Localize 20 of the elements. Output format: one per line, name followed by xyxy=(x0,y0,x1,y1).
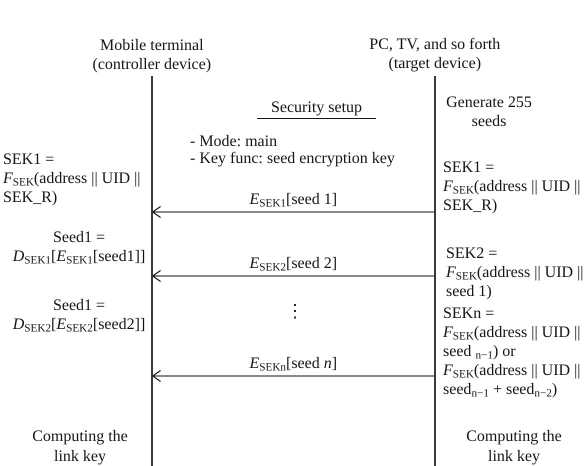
formula-text: Seed1 = D$_{SEK1}$[E$_{SEK1}$[seed1]] xyxy=(12,228,146,266)
vertical-ellipsis: ⋮ xyxy=(286,300,300,322)
message-arrow xyxy=(152,270,434,282)
message-arrow xyxy=(152,206,434,218)
formula-text: Seed1 = D$_{SEK2}$[E$_{SEK2}$[seed2]] xyxy=(12,296,146,334)
formula-text: SEKn = F$_{SEK}$(address || UID || seed $_{n−1}$) or F$_{SEK}$(address || UID || seed$_{n−1}$ + seed$_{n−2}$) xyxy=(443,304,582,399)
lifeline xyxy=(434,76,436,466)
step-text: Computing the link key xyxy=(465,427,563,466)
formula-text: SEK1 = F$_{SEK}$(address || UID || SEK_R) xyxy=(3,150,142,207)
formula-text: SEK1 = F$_{SEK}$(address || UID || SEK_R) xyxy=(443,158,582,215)
note-text: Generate 255 seeds xyxy=(445,93,533,131)
setting-text: - Key func: seed encryption key xyxy=(190,149,396,168)
participant-label: Mobile terminal (controller device) xyxy=(91,36,212,74)
lifeline xyxy=(151,76,153,466)
participant-label: PC, TV, and so forth (target device) xyxy=(368,35,502,73)
section-heading: Security setup xyxy=(257,98,376,119)
formula-text: SEK2 = F$_{SEK}$(address || UID || seed 1) xyxy=(446,244,584,301)
message-arrow xyxy=(152,370,434,382)
step-text: Computing the link key xyxy=(31,427,129,466)
setting-text: - Mode: main xyxy=(190,132,278,151)
